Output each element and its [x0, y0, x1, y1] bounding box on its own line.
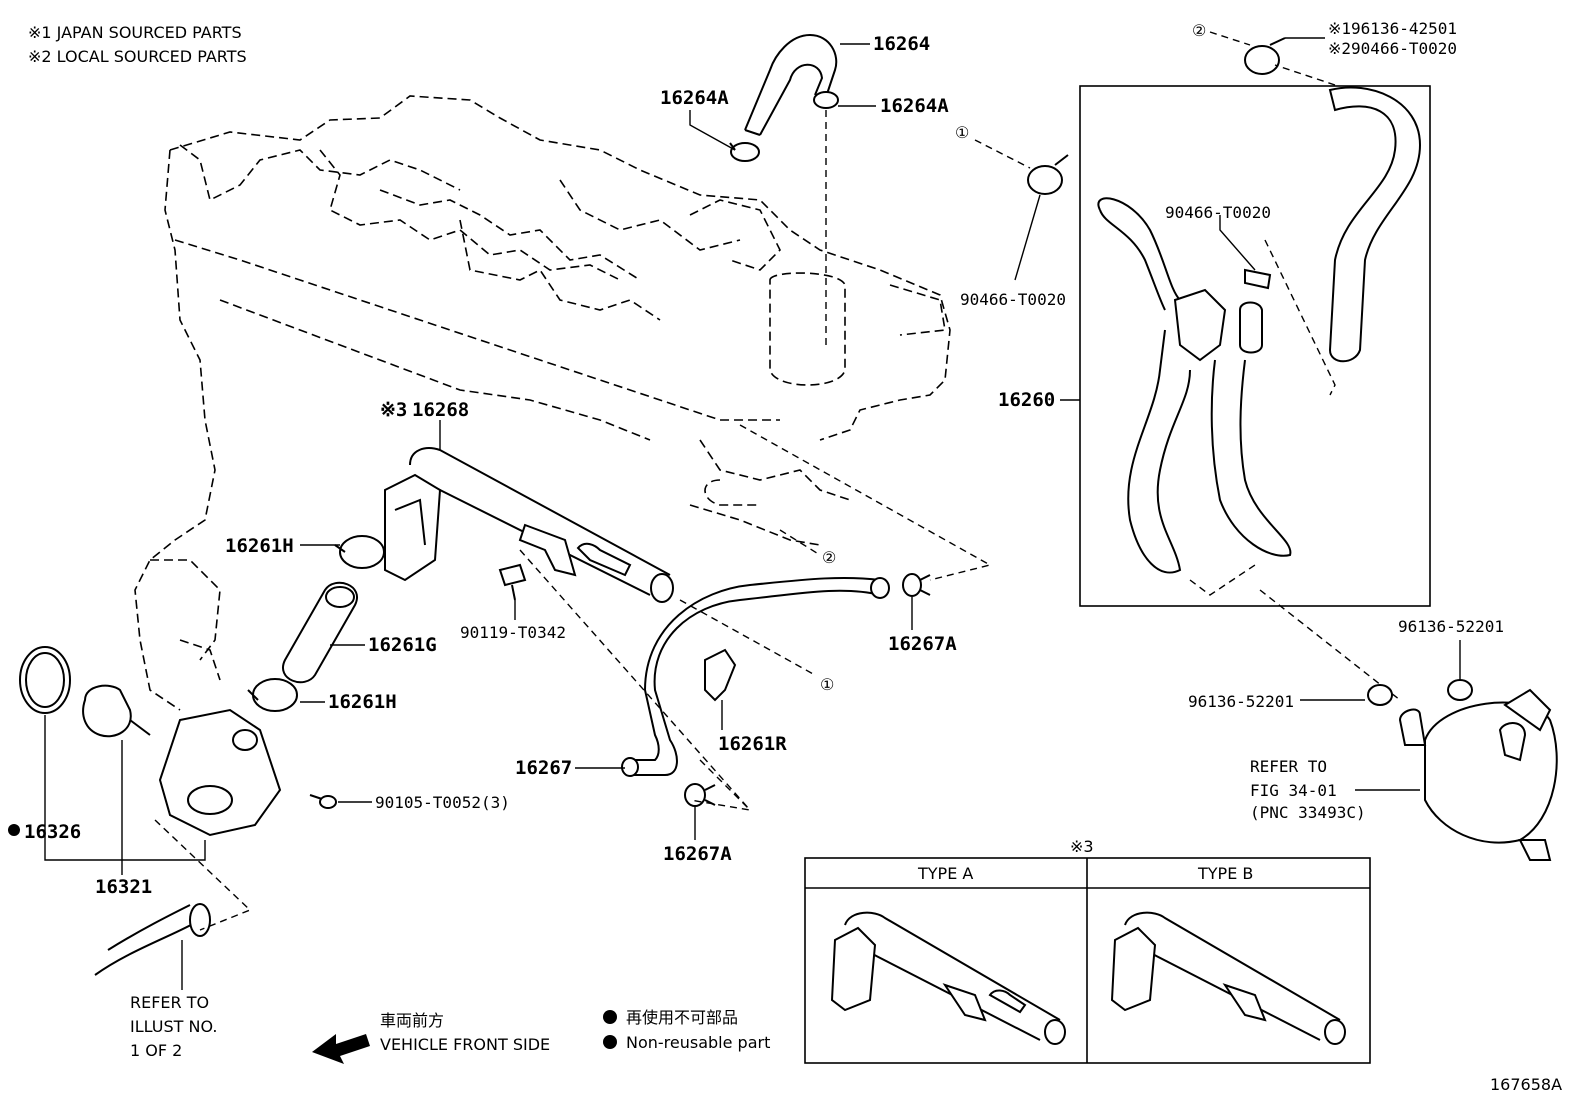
label-16261R: 16261R — [718, 733, 787, 755]
marker-circle1-upper: ① — [955, 123, 969, 142]
note-japan-sourced: ※1 JAPAN SOURCED PARTS — [28, 23, 242, 42]
type-b-pipe-illustration — [1110, 911, 1346, 1045]
label-16261G: 16261G — [368, 634, 437, 656]
label-90119: 90119-T0342 — [460, 623, 566, 642]
refer-illust-line1: REFER TO — [130, 993, 209, 1012]
clamp-96136-52201-lower[interactable] — [1367, 684, 1393, 706]
engine-phantom-outline — [134, 95, 951, 711]
front-side-en: VEHICLE FRONT SIDE — [380, 1035, 550, 1054]
label-90466-left: 90466-T0020 — [960, 290, 1066, 309]
gasket-16326[interactable] — [19, 646, 71, 714]
non-reusable-dot-16326 — [8, 824, 20, 836]
marker-circle1-lower: ① — [820, 675, 834, 694]
type-b-header: TYPE B — [1197, 864, 1253, 883]
type-a-header: TYPE A — [917, 864, 973, 883]
label-16261H-top: 16261H — [225, 535, 294, 557]
pipe-16268[interactable] — [384, 447, 674, 603]
clip-16264A-left[interactable] — [729, 142, 760, 162]
thermostat-16321[interactable] — [82, 684, 151, 738]
label-16268-mark: ※3 — [380, 399, 407, 421]
types-table-mark: ※3 — [1070, 837, 1094, 856]
clamp-90466-T0020-left[interactable] — [1027, 154, 1069, 195]
label-16260: 16260 — [998, 389, 1055, 411]
hose-16267[interactable] — [621, 576, 890, 777]
hose-assembly-16260[interactable] — [1097, 86, 1422, 574]
legend-jp: 再使用不可部品 — [626, 1008, 738, 1027]
clamp-16261R[interactable] — [704, 648, 737, 702]
label-local-clip: ※290466-T0020 — [1328, 39, 1457, 58]
label-16267A-bottom: 16267A — [663, 843, 732, 865]
label-96136-lower: 96136-52201 — [1188, 692, 1294, 711]
label-japan-clip: ※196136-42501 — [1328, 19, 1457, 38]
refer-fig-line1: REFER TO — [1250, 757, 1327, 776]
refer-illust-line2: ILLUST NO. — [130, 1017, 217, 1036]
front-side-jp: 車両前方 — [380, 1011, 444, 1030]
label-16321: 16321 — [95, 876, 152, 898]
hose-assembly-box-16260 — [1079, 85, 1431, 607]
label-16267A-right: 16267A — [888, 633, 957, 655]
clamp-top-right[interactable] — [1244, 37, 1286, 75]
label-90105: 90105-T0052(3) — [375, 793, 510, 812]
label-16264A-right: 16264A — [880, 95, 949, 117]
label-16326: 16326 — [24, 821, 81, 843]
legend-dot-en — [603, 1035, 617, 1049]
label-16267: 16267 — [515, 757, 572, 779]
hose-16264[interactable] — [744, 33, 838, 136]
clamp-96136-52201-upper[interactable] — [1447, 679, 1473, 701]
label-16261H-bottom: 16261H — [328, 691, 397, 713]
oil-cooler[interactable] — [1398, 688, 1558, 861]
refer-illust-line3: 1 OF 2 — [130, 1041, 182, 1060]
label-16264A-left: 16264A — [660, 87, 729, 109]
marker-circle2-engine: ② — [822, 548, 836, 567]
clamp-16261H-top[interactable] — [334, 535, 385, 569]
legend-dot-jp — [603, 1010, 617, 1024]
legend-en: Non-reusable part — [626, 1033, 770, 1052]
refer-fig-line2: FIG 34-01 — [1250, 781, 1337, 800]
label-16268: 16268 — [412, 399, 469, 421]
figure-id: 167658A — [1490, 1075, 1562, 1094]
clamp-16267A-right[interactable] — [902, 573, 931, 597]
label-16264: 16264 — [873, 33, 930, 55]
water-inlet-housing[interactable] — [158, 708, 282, 837]
bolt-90105-T0052[interactable] — [309, 794, 337, 809]
note-local-sourced: ※2 LOCAL SOURCED PARTS — [28, 47, 247, 66]
hose-16261G[interactable] — [282, 581, 358, 684]
vehicle-front-arrow-icon — [312, 1034, 370, 1064]
label-90466-inner: 90466-T0020 — [1165, 203, 1271, 222]
clip-16264A-right[interactable] — [813, 91, 839, 109]
type-a-pipe-illustration — [830, 911, 1066, 1045]
bolt-90119-T0342[interactable] — [498, 563, 527, 601]
clamp-16261H-bottom[interactable] — [247, 678, 298, 712]
radiator-hose-ref — [94, 903, 211, 976]
clamp-16267A-bottom[interactable] — [684, 783, 716, 807]
refer-fig-line3: (PNC 33493C) — [1250, 803, 1366, 822]
label-96136-upper: 96136-52201 — [1398, 617, 1504, 636]
marker-circle2-top: ② — [1192, 21, 1206, 40]
